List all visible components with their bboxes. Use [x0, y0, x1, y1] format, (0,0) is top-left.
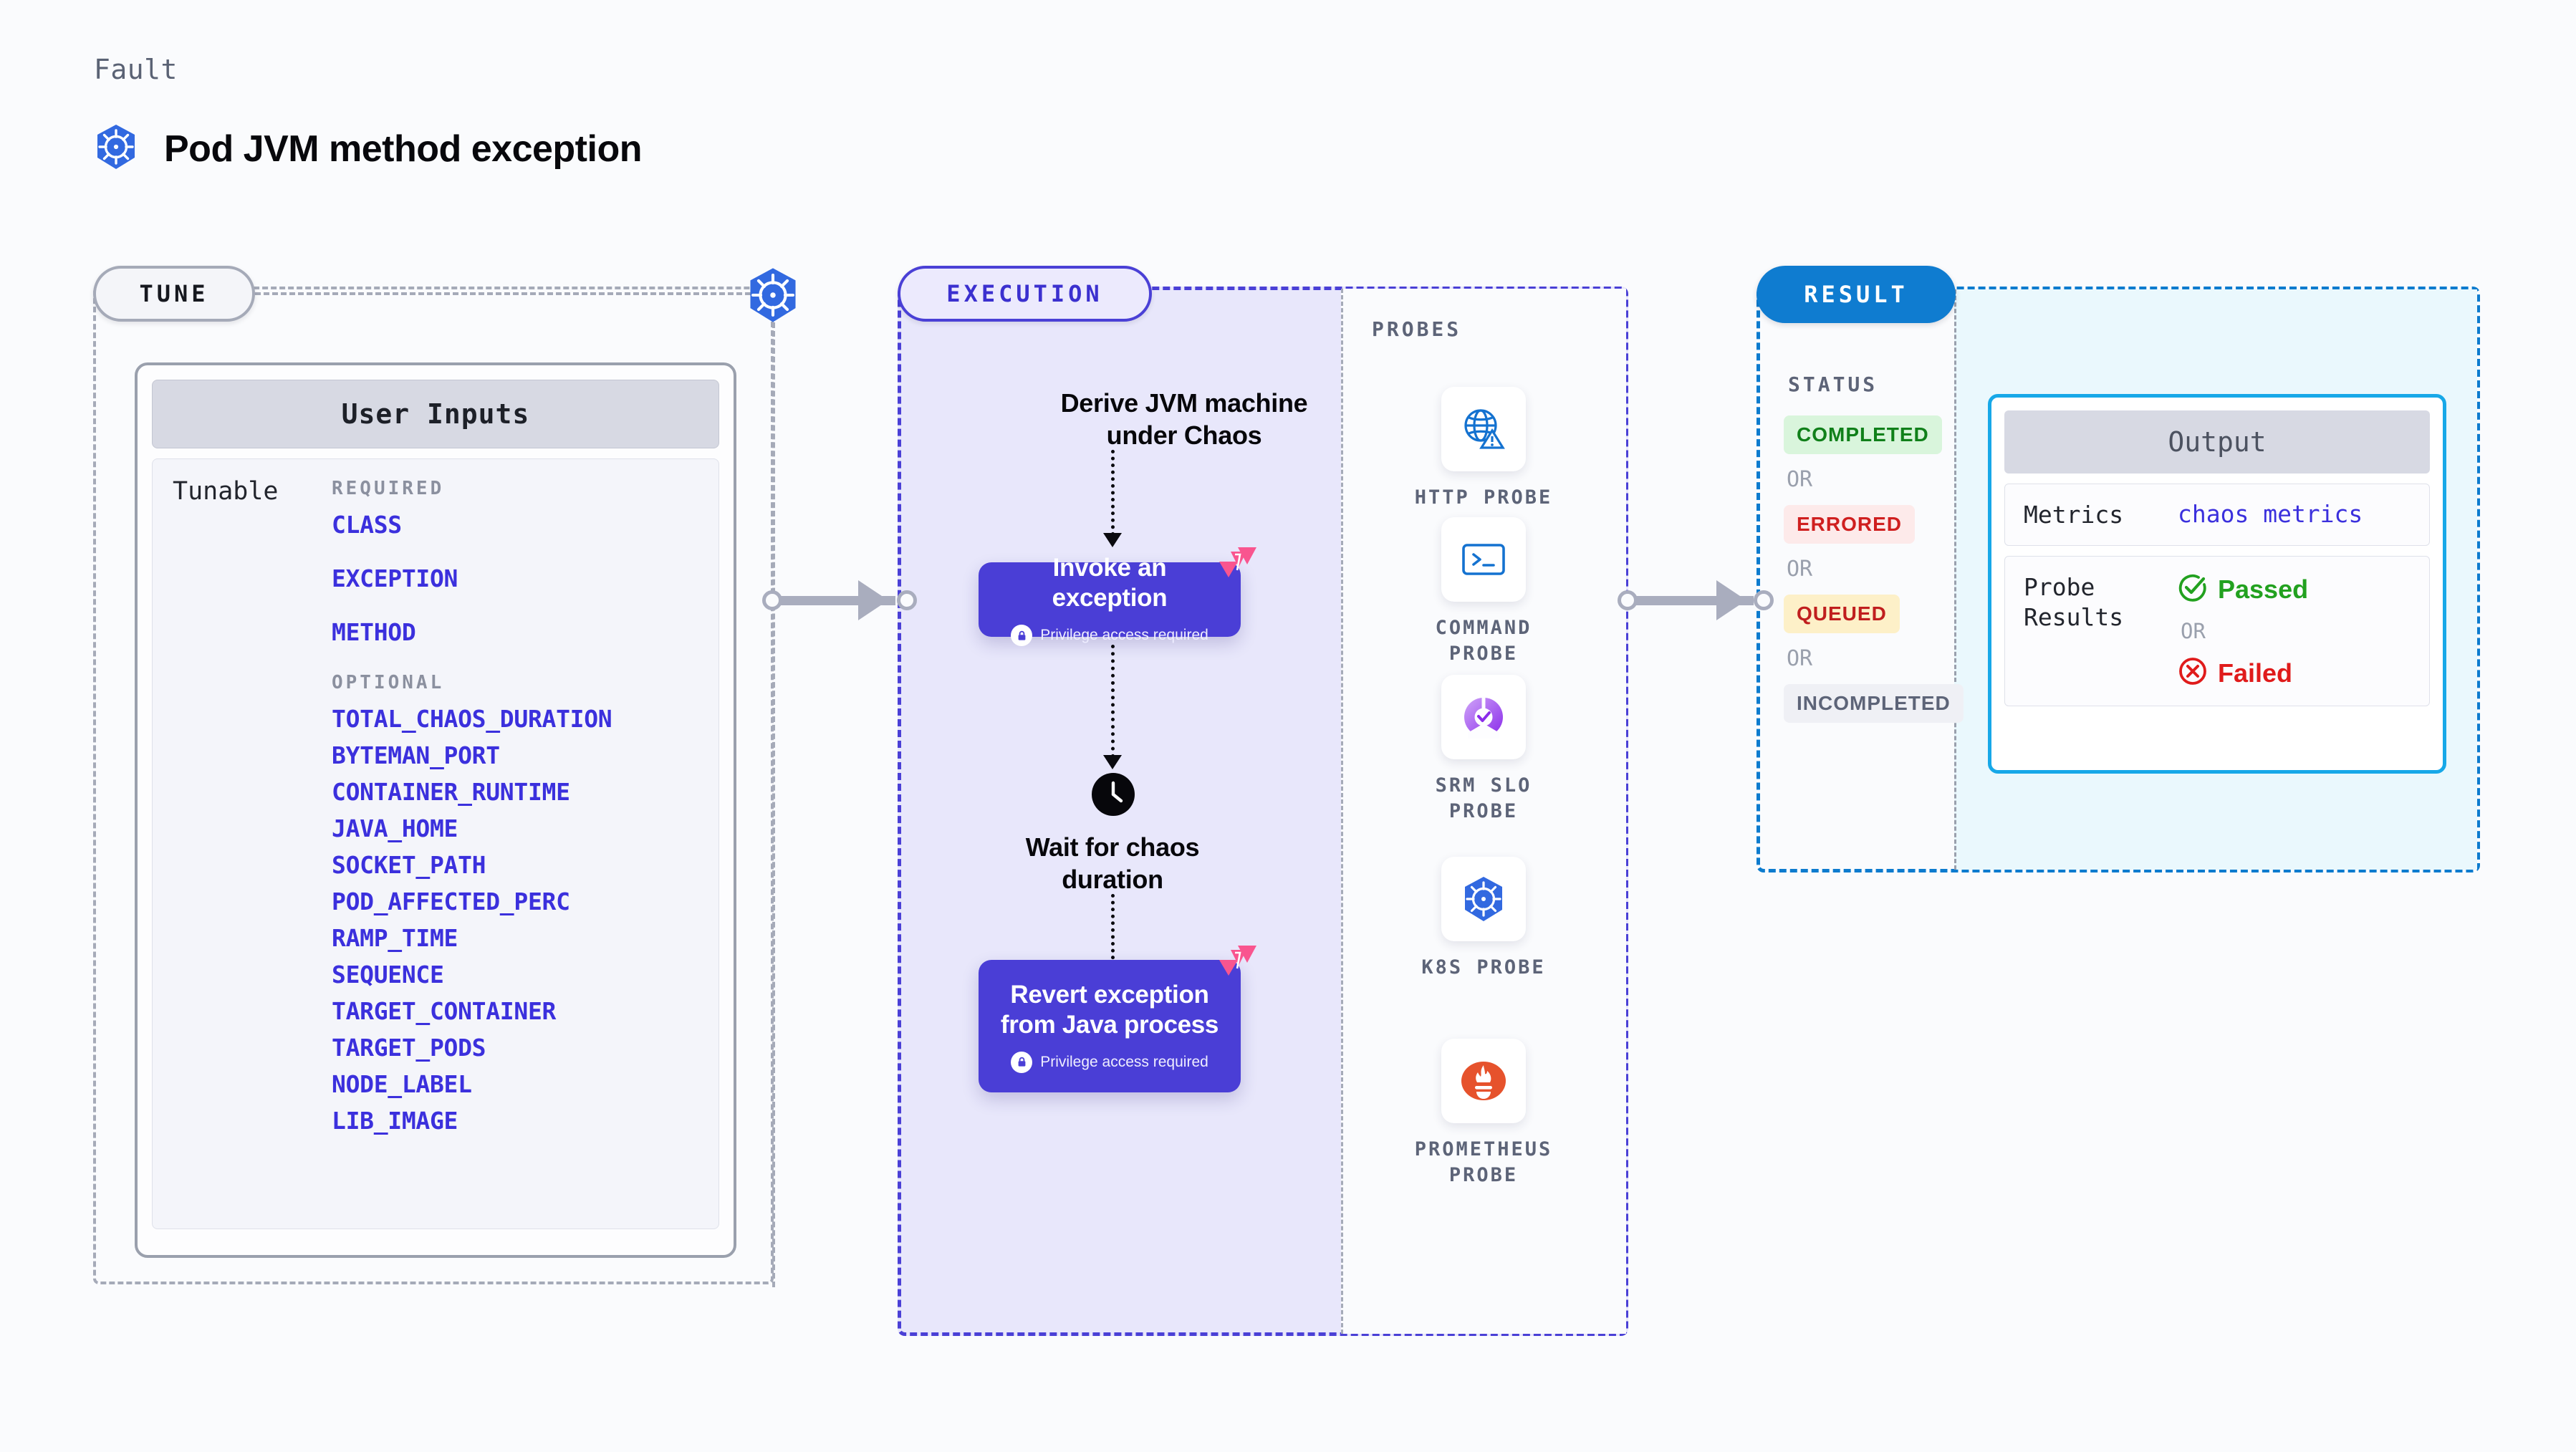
flow-arrow-tune-to-execution: [762, 580, 917, 620]
output-card: Output Metrics chaos metrics Probe Resul…: [1988, 394, 2446, 774]
output-row-probe-results: Probe Results Passed OR: [2004, 556, 2430, 707]
prometheus-icon: [1441, 1039, 1526, 1123]
status-or-3: OR: [1787, 646, 1813, 671]
probe-http[interactable]: HTTP PROBE: [1394, 387, 1573, 511]
required-heading: REQUIRED: [332, 478, 445, 499]
arrow-tip-invoke: [1103, 533, 1122, 547]
tunable-label: Tunable: [173, 477, 279, 506]
status-badge-queued: QUEUED: [1784, 595, 1900, 633]
status-or-1: OR: [1787, 467, 1813, 492]
probe-label-prometheus: PROMETHEUS PROBE: [1414, 1138, 1553, 1187]
execution-step-derive-jvm: Derive JVM machine under Chaos: [1060, 388, 1308, 451]
terminal-icon: [1441, 517, 1526, 602]
page-title: Pod JVM method exception: [164, 128, 642, 170]
litmus-chaos-icon: [1218, 546, 1258, 582]
kubernetes-platform-badge: [745, 266, 801, 324]
connector-invoke-to-wait: [1111, 645, 1115, 758]
kubernetes-icon: [1441, 857, 1526, 941]
action-box-revert-title: Revert exception from Java process: [1000, 980, 1219, 1039]
tune-connector-line: [255, 292, 751, 295]
arrow-tip-wait: [1103, 755, 1122, 769]
action-box-invoke-note-text: Privilege access required: [1040, 627, 1208, 643]
status-or-2: OR: [1787, 557, 1813, 582]
probe-result-failed: Failed: [2178, 656, 2411, 690]
status-list: COMPLETED OR ERRORED OR QUEUED OR INCOMP…: [1784, 415, 1964, 723]
page-title-row: Pod JVM method exception: [94, 123, 642, 174]
param-method[interactable]: METHOD: [332, 618, 416, 646]
output-row-metrics: Metrics chaos metrics: [2004, 484, 2430, 547]
stage-pill-execution[interactable]: EXECUTION: [898, 266, 1152, 322]
probe-label-command: COMMAND PROBE: [1435, 617, 1532, 665]
user-inputs-body: Tunable REQUIRED CLASS EXCEPTION METHOD …: [152, 458, 719, 1229]
status-badge-completed: COMPLETED: [1784, 415, 1942, 454]
user-inputs-card: User Inputs Tunable REQUIRED CLASS EXCEP…: [135, 362, 736, 1258]
connector-wait-to-revert: [1111, 894, 1115, 980]
action-box-invoke-note: Privilege access required: [1011, 625, 1208, 646]
lock-icon: [1011, 625, 1033, 646]
probe-label-srm-slo: SRM SLO PROBE: [1435, 774, 1532, 823]
output-metrics-value[interactable]: chaos metrics: [2178, 500, 2363, 528]
lock-icon: [1011, 1051, 1033, 1073]
clock-icon: [1091, 772, 1135, 817]
param-node-label[interactable]: NODE_LABEL: [332, 1070, 472, 1098]
param-ramp-time[interactable]: RAMP_TIME: [332, 924, 458, 952]
tunable-params-list: REQUIRED CLASS EXCEPTION METHOD OPTIONAL…: [332, 478, 719, 1229]
srm-slo-donut-icon: [1441, 675, 1526, 759]
x-circle-icon: [2178, 656, 2208, 690]
param-target-pods[interactable]: TARGET_PODS: [332, 1034, 486, 1062]
optional-heading: OPTIONAL: [332, 672, 445, 693]
stage-pill-result[interactable]: RESULT: [1756, 266, 1956, 323]
status-heading: STATUS: [1788, 372, 1878, 396]
page-kicker: Fault: [94, 54, 178, 85]
action-box-invoke-title: Invoke an exception: [1052, 554, 1168, 612]
check-circle-icon: [2178, 572, 2208, 606]
param-lib-image[interactable]: LIB_IMAGE: [332, 1107, 458, 1135]
probe-command[interactable]: COMMAND PROBE: [1394, 517, 1573, 668]
probe-result-failed-label: Failed: [2218, 658, 2293, 688]
output-title: Output: [2004, 410, 2430, 473]
probe-label-http: HTTP PROBE: [1414, 486, 1553, 509]
result-panel: [1756, 287, 2480, 872]
output-metrics-key: Metrics: [2024, 501, 2124, 529]
probe-prometheus[interactable]: PROMETHEUS PROBE: [1394, 1039, 1573, 1189]
litmus-chaos-icon: [1218, 944, 1258, 980]
param-container-runtime[interactable]: CONTAINER_RUNTIME: [332, 778, 570, 806]
probe-result-passed-label: Passed: [2218, 574, 2309, 604]
probe-result-passed: Passed: [2178, 572, 2411, 606]
action-box-revert-note: Privilege access required: [1011, 1051, 1208, 1073]
globe-warning-icon: [1441, 387, 1526, 471]
execution-step-wait-duration: Wait for chaos duration: [1025, 832, 1200, 895]
stage-pill-tune[interactable]: TUNE: [93, 266, 255, 322]
action-box-invoke-exception[interactable]: Invoke an exception Privilege access req…: [979, 554, 1241, 646]
param-class[interactable]: CLASS: [332, 511, 402, 539]
param-total-chaos-duration[interactable]: TOTAL_CHAOS_DURATION: [332, 705, 612, 733]
output-probe-results-key: Probe Results: [2024, 573, 2124, 631]
probe-label-k8s: K8S PROBE: [1421, 956, 1546, 979]
action-box-revert-note-text: Privilege access required: [1040, 1053, 1208, 1070]
tune-right-border: [772, 322, 775, 1287]
param-java-home[interactable]: JAVA_HOME: [332, 814, 458, 842]
connector-derive-to-invoke: [1111, 450, 1115, 536]
flow-arrow-execution-to-result: [1618, 580, 1774, 620]
status-badge-incompleted: INCOMPLETED: [1784, 684, 1964, 723]
probe-srm-slo[interactable]: SRM SLO PROBE: [1394, 675, 1573, 825]
param-sequence[interactable]: SEQUENCE: [332, 961, 444, 989]
param-target-container[interactable]: TARGET_CONTAINER: [332, 997, 557, 1025]
probes-heading: PROBES: [1372, 317, 1462, 341]
param-exception[interactable]: EXCEPTION: [332, 564, 458, 592]
status-badge-errored: ERRORED: [1784, 505, 1916, 544]
user-inputs-title: User Inputs: [152, 380, 719, 448]
probe-result-or: OR: [2181, 619, 2206, 644]
param-pod-affected-perc[interactable]: POD_AFFECTED_PERC: [332, 888, 570, 915]
kubernetes-icon: [94, 123, 138, 174]
param-socket-path[interactable]: SOCKET_PATH: [332, 851, 486, 879]
probe-k8s[interactable]: K8S PROBE: [1394, 857, 1573, 981]
action-box-revert-exception[interactable]: Revert exception from Java process Privi…: [979, 960, 1241, 1092]
param-byteman-port[interactable]: BYTEMAN_PORT: [332, 741, 500, 769]
